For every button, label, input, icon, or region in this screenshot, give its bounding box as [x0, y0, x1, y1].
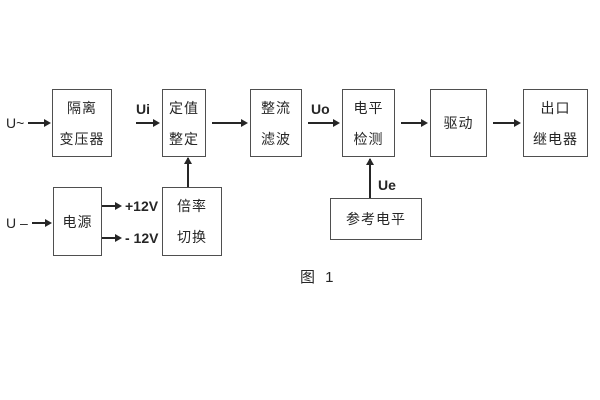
arrow-setpoint-to-rectifier-icon — [212, 119, 248, 126]
box-label: 继电器 — [533, 130, 578, 147]
box-label: 变压器 — [59, 130, 105, 147]
box-label: 电源 — [62, 213, 93, 230]
box-label: 检测 — [353, 130, 384, 147]
box-label: 整流 — [261, 99, 291, 116]
box-drive: 驱动 — [430, 89, 487, 157]
arrow-rectifier-to-detect-icon — [308, 119, 340, 126]
arrow-uac-to-transformer-icon — [28, 119, 51, 126]
box-isolation-transformer: 隔离 变压器 — [52, 89, 112, 157]
box-label: 整定 — [169, 130, 199, 147]
figure-caption: 图 1 — [300, 269, 337, 286]
box-label: 驱动 — [443, 115, 474, 131]
signal-label-minus12v: - 12V — [125, 230, 159, 246]
signal-label-ue: Ue — [378, 177, 396, 193]
box-power-supply: 电源 — [53, 187, 102, 256]
arrow-reference-to-detect-icon — [366, 158, 373, 198]
signal-label-uo: Uo — [311, 101, 330, 117]
box-label: 电平 — [353, 99, 384, 116]
box-rectifier-filter: 整流 滤波 — [250, 89, 302, 157]
box-label: 参考电平 — [346, 211, 406, 227]
arrow-power-minus12v-icon — [102, 234, 122, 241]
box-setpoint-adjust: 定值 整定 — [162, 89, 206, 157]
box-level-detect: 电平 检测 — [342, 89, 395, 157]
box-ratio-switch: 倍率 切换 — [162, 187, 222, 256]
arrow-drive-to-relay-icon — [493, 119, 521, 126]
box-label: 切换 — [177, 229, 207, 245]
box-reference-level: 参考电平 — [330, 198, 422, 240]
input-label-u-ac: U~ — [6, 115, 25, 131]
signal-label-ui: Ui — [136, 101, 150, 117]
signal-label-plus12v: +12V — [125, 198, 159, 214]
box-label: 隔离 — [67, 99, 97, 116]
box-label: 定值 — [169, 99, 199, 116]
box-label: 滤波 — [261, 130, 291, 147]
box-label: 倍率 — [177, 198, 207, 214]
box-label: 出口 — [540, 99, 571, 116]
arrow-transformer-to-setpoint-icon — [136, 119, 160, 126]
arrow-power-plus12v-icon — [102, 202, 122, 209]
box-output-relay: 出口 继电器 — [523, 89, 588, 157]
arrow-ratio-to-setpoint-icon — [184, 157, 191, 187]
input-label-u-dc: U – — [6, 215, 28, 231]
arrow-udc-to-power-icon — [32, 219, 52, 226]
arrow-detect-to-drive-icon — [401, 119, 428, 126]
